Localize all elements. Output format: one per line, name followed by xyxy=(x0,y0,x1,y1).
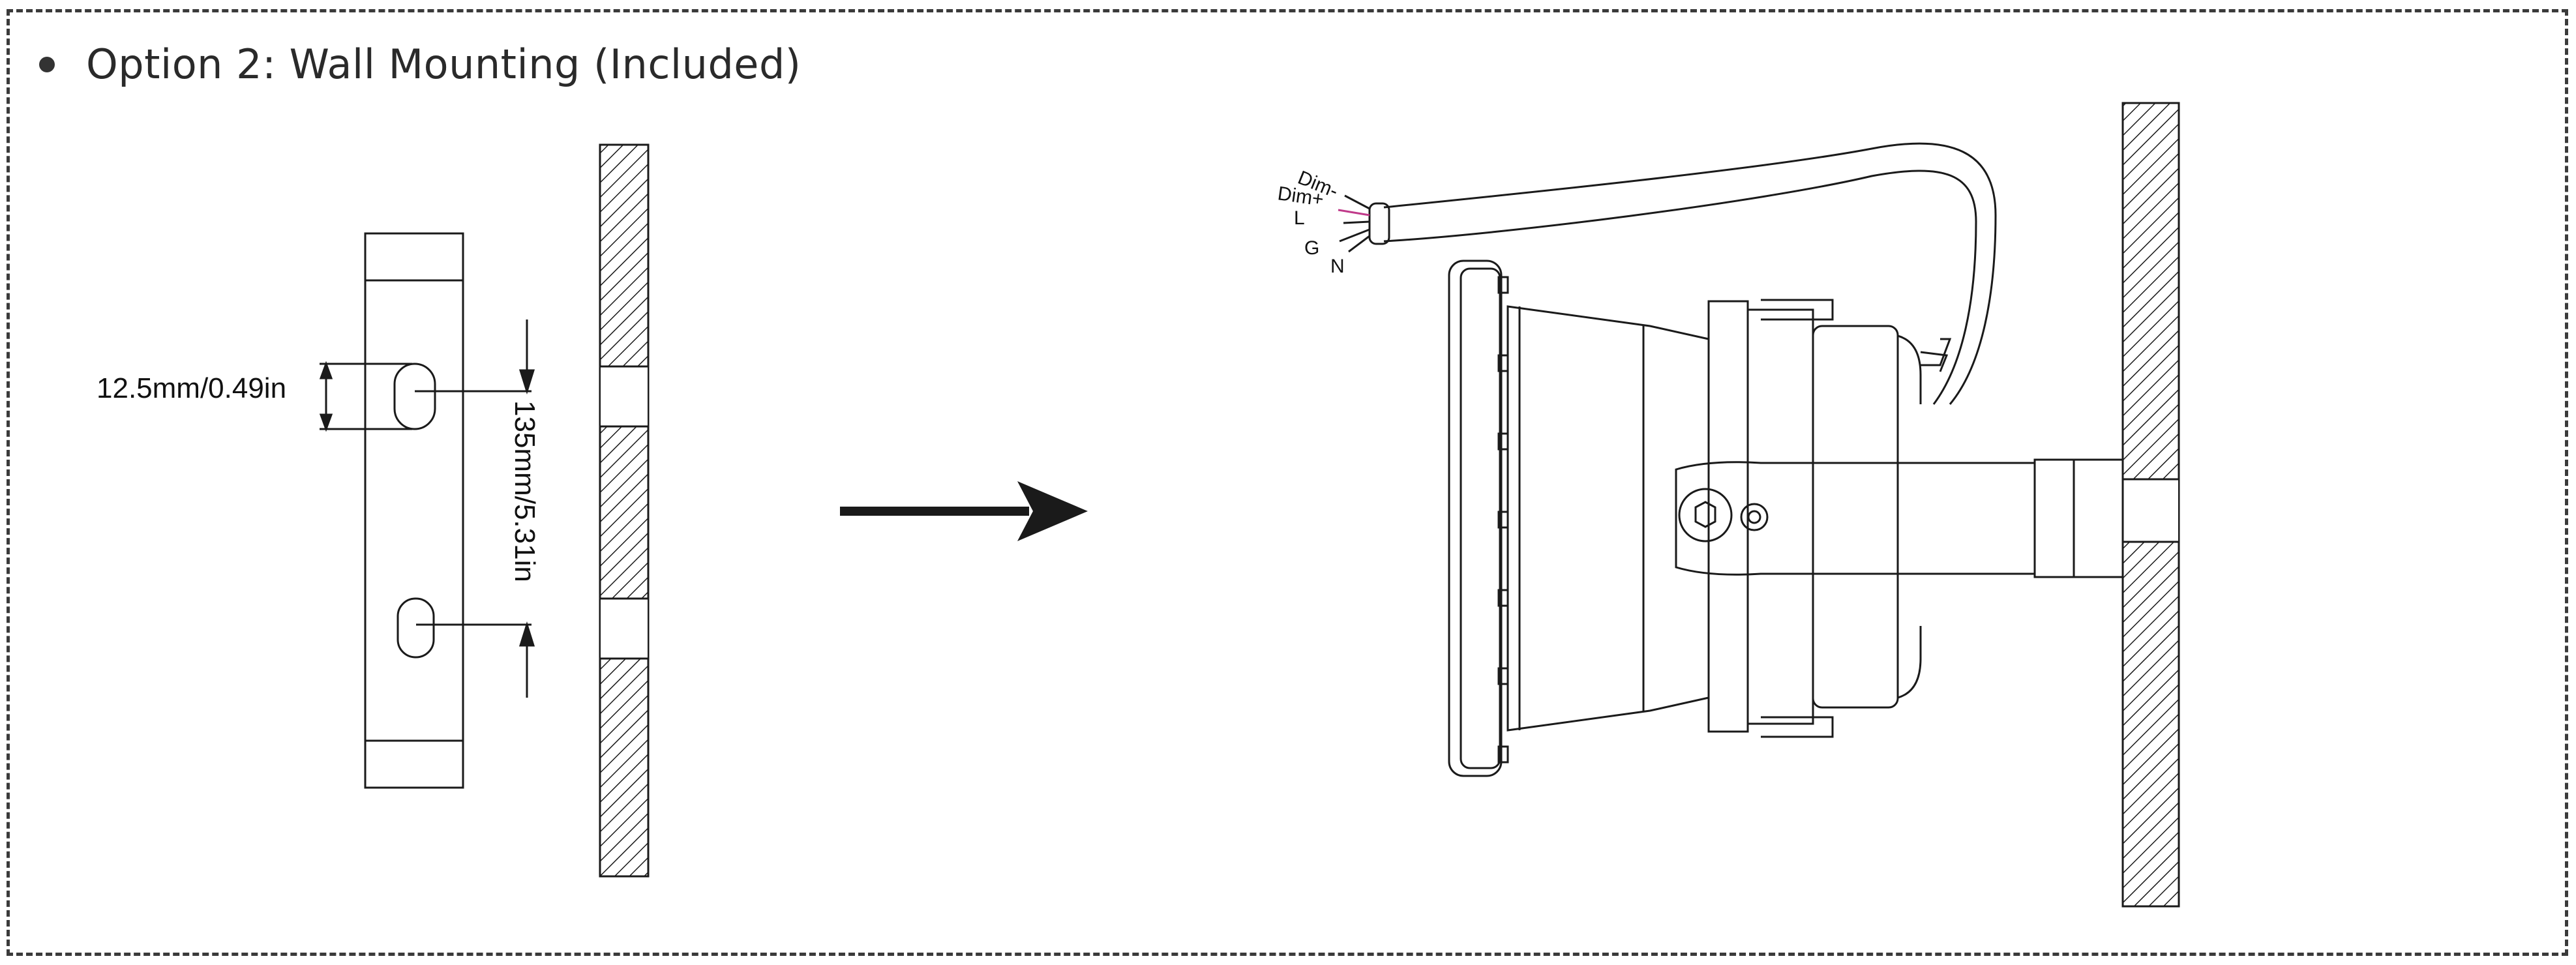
lower-slot xyxy=(397,597,435,659)
wire-label-g: G xyxy=(1304,237,1319,259)
slot-width-dimension xyxy=(319,361,412,432)
upper-slot xyxy=(393,363,436,430)
dashed-frame xyxy=(7,9,2568,956)
section-heading: Option 2: Wall Mounting (Included) xyxy=(39,40,801,88)
wire-labels: Dim- Dim+ L G N xyxy=(1276,167,1345,277)
power-cable xyxy=(1368,142,1997,405)
hatched-wall-right xyxy=(2121,102,2180,908)
slot-spacing-dimension xyxy=(415,319,535,698)
wire-leads xyxy=(1338,194,1370,253)
bullet-icon xyxy=(39,56,55,72)
wire-label-l: L xyxy=(1294,207,1305,229)
slot-spacing-label: 135mm/5.31in xyxy=(509,400,541,582)
flood-light-fixture xyxy=(1448,260,2124,777)
slot-width-label: 12.5mm/0.49in xyxy=(97,372,286,404)
bracket-plate xyxy=(364,232,464,789)
heading-title: Option 2: Wall Mounting (Included) xyxy=(86,40,801,88)
wall-section-left xyxy=(599,143,650,878)
arrow-icon xyxy=(840,481,1088,541)
wire-label-n: N xyxy=(1330,256,1345,277)
